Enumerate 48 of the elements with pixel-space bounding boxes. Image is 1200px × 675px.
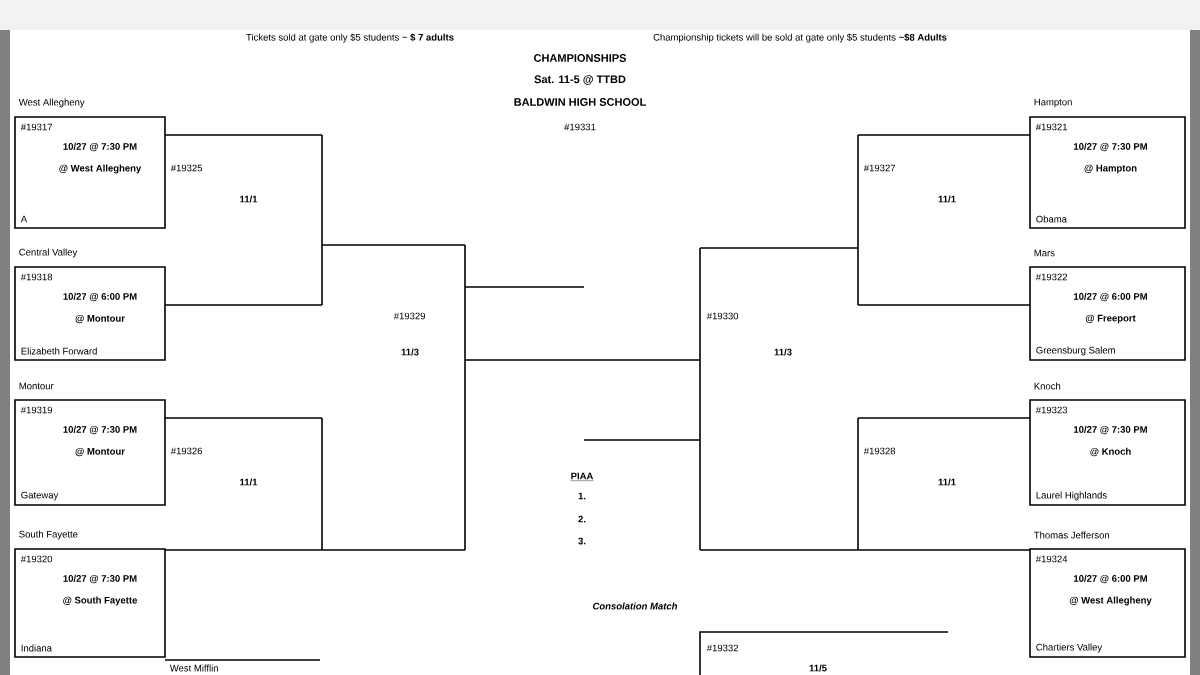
match-bracket: Mars #19322 10/27 @ 6:00 PM @ Freeport Greensburg Salem xyxy=(1029,249,1186,361)
bracket-line xyxy=(164,134,323,136)
bracket-line xyxy=(321,244,466,246)
round-bracket: #19327 11/1 xyxy=(857,134,956,306)
node-label: Montour xyxy=(19,382,54,390)
node-label: South Fayette xyxy=(19,530,78,540)
bracket-line xyxy=(164,304,323,306)
bracket-line xyxy=(321,549,466,551)
match-bracket: Thomas Jefferson #19324 10/27 @ 6:00 PM @ West Allegheny Chartiers Valley xyxy=(1029,531,1186,658)
round-bracket: #19330 11/3 xyxy=(699,247,792,551)
place-number: 3. xyxy=(578,537,586,545)
node-label: West Allegheny xyxy=(18,98,85,108)
node-label: Hampton xyxy=(1034,98,1072,108)
round-bracket: #19325 11/1 xyxy=(170,134,323,306)
team-name: West Mifflin xyxy=(169,664,218,672)
round-bracket: #19332 11/5 xyxy=(699,631,949,675)
node-label: Mars xyxy=(1034,249,1055,257)
heading: PIAA xyxy=(570,472,594,481)
match-bracket: Knoch #19323 10/27 @ 7:30 PM @ Knoch Laurel Highlands xyxy=(1029,382,1186,506)
node-label: Knoch xyxy=(1034,382,1061,390)
place-number: 1. xyxy=(578,492,586,500)
game-number: #19331 xyxy=(564,123,596,131)
bracket-line xyxy=(699,247,859,249)
bracket-line xyxy=(857,549,1031,551)
node-label: Thomas Jefferson xyxy=(1034,531,1110,539)
bracket-line xyxy=(857,134,1031,136)
title: CHAMPIONSHIPS xyxy=(534,54,626,62)
bracket-line xyxy=(464,359,701,361)
round-bracket: #19326 11/1 xyxy=(170,417,323,551)
match-bracket: Central Valley #19318 10/27 @ 6:00 PM @ Montour Elizabeth Forward xyxy=(14,248,166,361)
match-bracket: West Allegheny #19317 10/27 @ 7:30 PM @ West Allegheny A xyxy=(14,98,166,229)
round-bracket: #19329 11/3 xyxy=(393,244,466,551)
round-bracket: #19328 11/1 xyxy=(857,417,956,551)
ticket-note: Tickets sold at gate only $5 students ~ $ 7 adults xyxy=(246,33,454,43)
ticket-note: Championship tickets will be sold at gate only $5 students ~$8 Adults xyxy=(653,33,947,43)
bracket-line xyxy=(857,304,1031,306)
place-number: 2. xyxy=(578,515,586,523)
match-bracket: Montour #19319 10/27 @ 7:30 PM @ Montour Gateway xyxy=(14,382,166,506)
heading: Consolation Match xyxy=(593,602,678,610)
node-label: Central Valley xyxy=(19,248,78,258)
subtitle: Sat. 11-5 @ TTBD xyxy=(534,75,626,85)
match-bracket: Hampton #19321 10/27 @ 7:30 PM @ Hampton Obama xyxy=(1029,98,1186,229)
bracket-line xyxy=(699,549,859,551)
match-bracket: South Fayette #19320 10/27 @ 7:30 PM @ South Fayette Indiana xyxy=(14,530,166,658)
subtitle: BALDWIN HIGH SCHOOL xyxy=(514,98,646,106)
bracket-line xyxy=(164,417,323,419)
bracket-line xyxy=(164,549,323,551)
bracket-line xyxy=(857,417,1031,419)
